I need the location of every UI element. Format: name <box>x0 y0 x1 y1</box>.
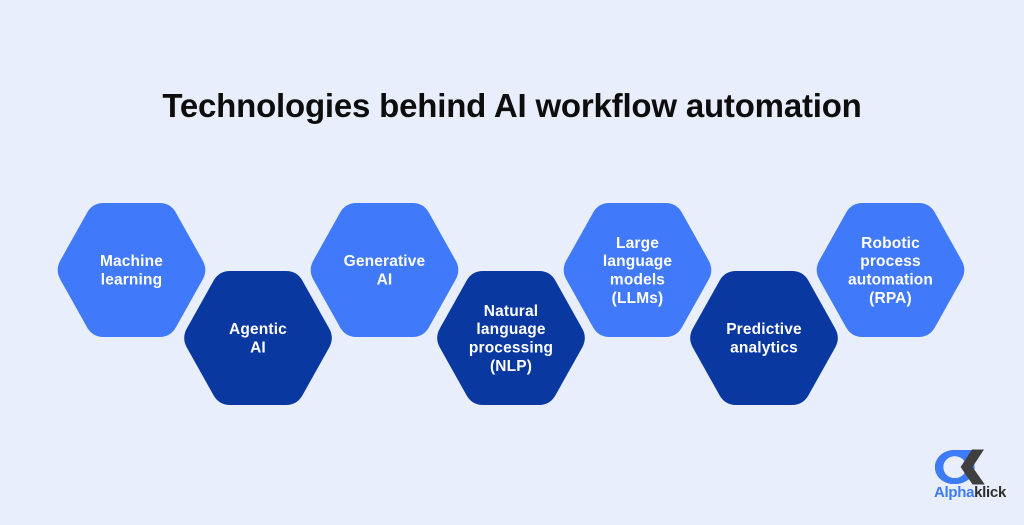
logo-word-alpha: Alpha <box>933 484 975 501</box>
logo-word-klick: klick <box>974 484 1007 501</box>
hexagon-agentic-ai[interactable] <box>184 271 332 405</box>
hexagon-generative-ai[interactable] <box>310 203 459 337</box>
hexagon-large-language-models[interactable] <box>563 203 712 337</box>
brand-logo: Alphaklick <box>925 446 1015 508</box>
page-title: Technologies behind AI workflow automati… <box>162 87 862 124</box>
hexagon-natural-language-processing[interactable] <box>437 271 585 405</box>
hexagon-robotic-process-automation[interactable] <box>816 203 965 337</box>
alpha-symbol-icon <box>925 446 1015 486</box>
logo-wordmark: Alphaklick <box>925 484 1015 501</box>
hexagon-machine-learning[interactable] <box>57 203 206 337</box>
hexagon-predictive-analytics[interactable] <box>690 271 838 405</box>
